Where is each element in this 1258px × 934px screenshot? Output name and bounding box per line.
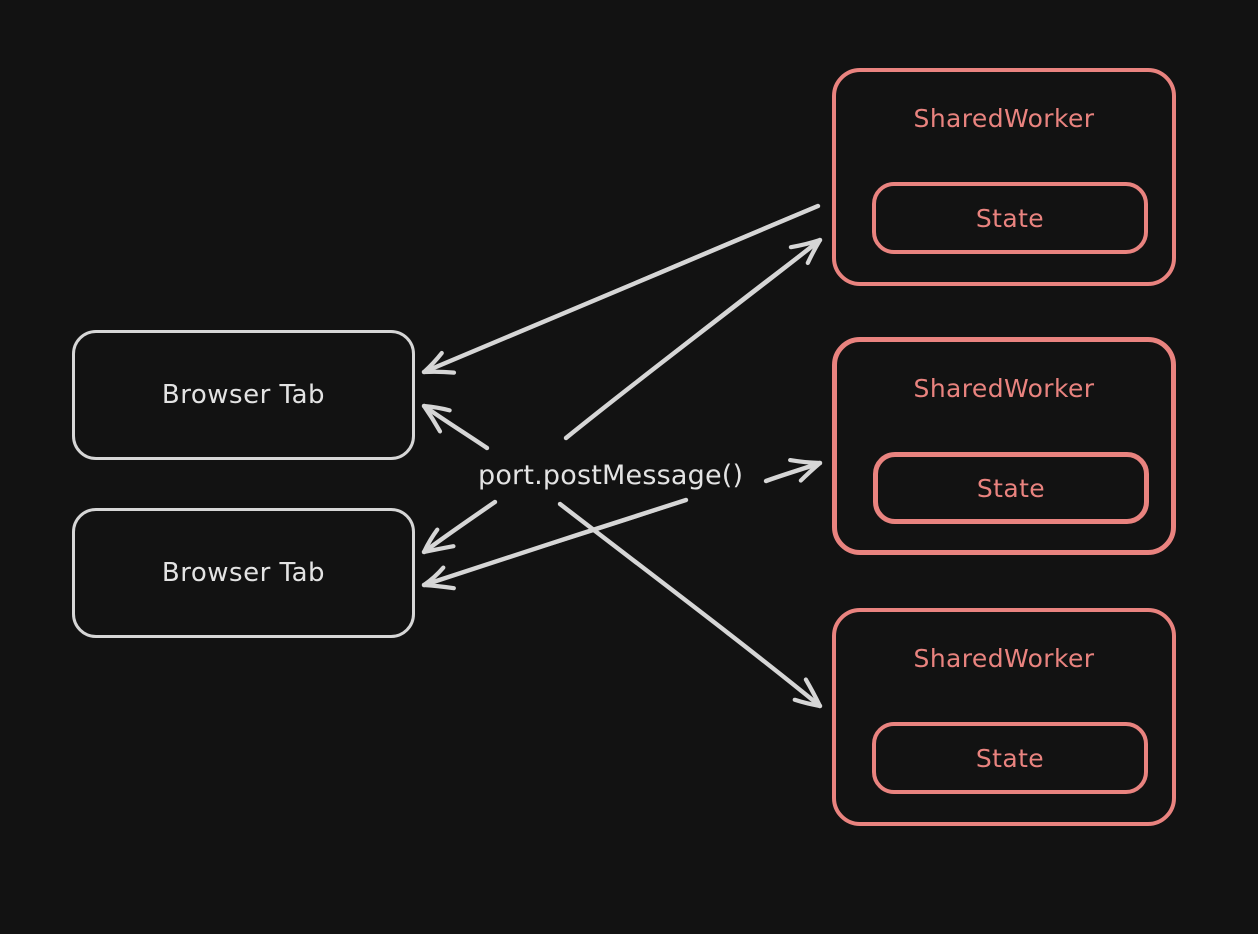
shared-worker-1-title: SharedWorker [913, 104, 1095, 133]
shared-worker-2-state-label: State [976, 473, 1046, 503]
center-to-tab1 [421, 403, 490, 451]
browser-tab-2-label: Browser Tab [161, 558, 326, 588]
shared-worker-3[interactable]: SharedWorker State [832, 608, 1176, 826]
shared-worker-2-state-box[interactable]: State [873, 452, 1149, 524]
port-post-message-label: port.postMessage() [478, 460, 744, 491]
browser-tab-1[interactable]: Browser Tab [72, 330, 415, 460]
browser-tab-2[interactable]: Browser Tab [72, 508, 415, 638]
shared-worker-3-state-label: State [975, 743, 1045, 773]
shared-worker-1-state-box[interactable]: State [872, 182, 1148, 254]
worker1-to-tab1 [421, 203, 821, 375]
shared-worker-2[interactable]: SharedWorker State [832, 337, 1176, 555]
shared-worker-3-title: SharedWorker [913, 644, 1095, 673]
shared-worker-2-title: SharedWorker [913, 374, 1095, 403]
center-to-worker3 [557, 501, 823, 709]
shared-worker-3-state-box[interactable]: State [872, 722, 1148, 794]
center-to-tab2 [421, 499, 498, 555]
center-to-worker1 [563, 237, 823, 441]
center-to-tab2-long [421, 497, 689, 591]
shared-worker-1-state-label: State [975, 203, 1045, 233]
shared-worker-1[interactable]: SharedWorker State [832, 68, 1176, 286]
browser-tab-1-label: Browser Tab [161, 380, 326, 410]
center-to-worker2 [763, 457, 823, 484]
